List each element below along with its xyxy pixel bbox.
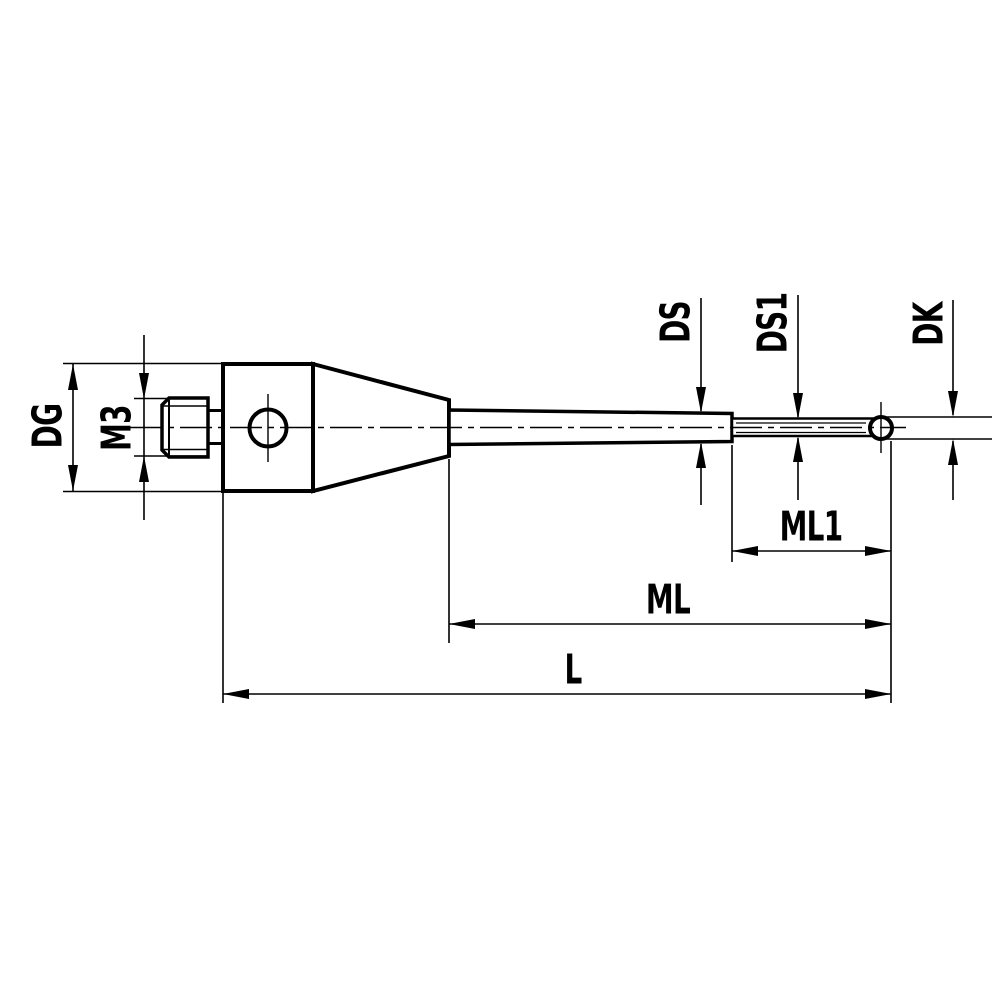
arrowhead-ds1-up bbox=[793, 436, 803, 462]
dim-label-ml1: ML1 bbox=[779, 502, 844, 551]
arrowhead-ml1-left bbox=[732, 546, 758, 556]
arrowhead-ml1-right bbox=[865, 546, 891, 556]
dim-label-l: L bbox=[564, 645, 582, 694]
dim-label-dk: DK bbox=[904, 302, 953, 346]
dim-label-dg: DG bbox=[23, 403, 72, 449]
dim-label-ml: ML bbox=[645, 575, 691, 624]
arrowhead-l-right bbox=[865, 689, 891, 699]
arrowhead-ds1-down bbox=[793, 393, 803, 419]
arrowhead-l-left bbox=[223, 689, 249, 699]
arrowhead-ds-down bbox=[696, 387, 706, 413]
dim-label-ds1: DS1 bbox=[748, 292, 797, 354]
arrowhead-dg-down bbox=[68, 465, 78, 491]
arrowhead-ml-right bbox=[865, 619, 891, 629]
arrowhead-m3-up bbox=[139, 456, 149, 482]
arrowhead-ds-up bbox=[696, 442, 706, 468]
arrowhead-dk-down bbox=[948, 391, 958, 417]
arrowhead-dg-up bbox=[68, 364, 78, 390]
arrowhead-m3-down bbox=[139, 373, 149, 399]
arrowhead-dk-up bbox=[948, 439, 958, 465]
arrowhead-ml-left bbox=[449, 619, 475, 629]
dim-label-ds: DS bbox=[651, 301, 700, 343]
dim-label-m3: M3 bbox=[92, 405, 141, 451]
